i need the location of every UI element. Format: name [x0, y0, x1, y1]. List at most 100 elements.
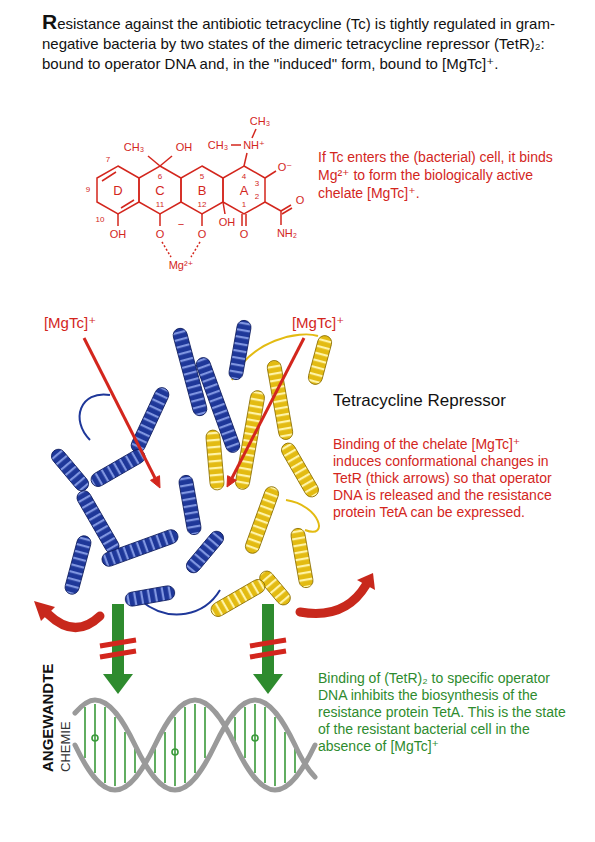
- binding-arrow: [151, 476, 161, 488]
- protein-helix: [178, 474, 202, 536]
- note-text: Binding of the chelate [MgTc]⁺ induces c…: [333, 436, 561, 521]
- block-bars: [100, 651, 136, 657]
- tetracycline-structure: [117, 214, 119, 226]
- conformation-arrow: [34, 573, 375, 628]
- note-text: Binding of (TetR)₂ to specific operator …: [318, 670, 568, 755]
- tetracycline-structure: [121, 200, 134, 208]
- binding-arrow: [227, 476, 236, 487]
- binding-arrow: [232, 338, 304, 478]
- protein-helix: [205, 430, 224, 491]
- conformation-arrow: [357, 573, 375, 590]
- protein-loop: [80, 334, 319, 614]
- tetracycline-structure: [245, 214, 247, 226]
- atom-label: OH: [110, 229, 127, 240]
- protein-helix: [100, 528, 180, 569]
- atom-label: CH₃: [250, 116, 270, 127]
- dna-backbone: [75, 700, 315, 790]
- tetracycline-structure: [148, 156, 160, 166]
- tetracycline-structure: [265, 171, 276, 178]
- conformation-arrow: [48, 614, 100, 628]
- dna-backbone: [75, 700, 315, 790]
- protein-helix: [63, 534, 92, 596]
- protein-helix: [290, 527, 314, 589]
- chelate-label: [MgTc]⁺: [44, 315, 96, 330]
- atom-label: OH: [219, 217, 236, 228]
- atom-number: 1: [242, 201, 246, 209]
- atom-number: 3: [255, 180, 259, 188]
- ring-letter: D: [113, 184, 122, 197]
- atom-label: NH₂: [277, 228, 297, 239]
- dna-bases: [252, 735, 258, 741]
- chelate-label: [MgTc]⁺: [292, 315, 344, 330]
- conformation-arrow: [300, 585, 366, 613]
- protein-helix: [228, 319, 252, 381]
- atom-number: 9: [86, 186, 90, 194]
- tetracycline-structure: [159, 214, 161, 226]
- tetracycline-structure: [191, 242, 200, 257]
- atom-label: O: [240, 229, 249, 240]
- atom-label: OH: [176, 142, 193, 153]
- atom-number: 7: [106, 156, 110, 164]
- atom-label: O: [198, 229, 207, 240]
- protein-loop: [80, 394, 110, 440]
- protein-helix: [49, 319, 253, 607]
- atom-label: O⁻: [278, 162, 292, 173]
- atom-number: 4: [242, 173, 246, 181]
- atom-number: 5: [200, 173, 204, 181]
- tetracycline-structure: [244, 153, 247, 166]
- protein-helix: [266, 359, 294, 440]
- tetracycline-structure: [282, 208, 292, 214]
- tetracycline-structure: [241, 214, 243, 226]
- block-bars: [100, 640, 286, 657]
- journal-name: CHEMIE: [59, 721, 72, 772]
- tetracycline-structure: [97, 129, 292, 257]
- protein-helix: [279, 441, 321, 500]
- ring-letter: B: [198, 184, 207, 197]
- atom-number: 12: [198, 201, 207, 209]
- tetracycline-structure: [223, 202, 225, 214]
- tetracycline-structure: [201, 214, 203, 226]
- atom-number: 6: [158, 173, 162, 181]
- dna-backbone: [75, 700, 315, 790]
- protein-helix: [205, 334, 333, 619]
- dna-binding-arrow: [103, 674, 133, 694]
- tetracycline-structure: [265, 202, 281, 211]
- binding-arrow: [84, 338, 155, 478]
- atom-label: O: [296, 195, 305, 206]
- atom-label: NH⁺: [243, 140, 265, 151]
- conformation-arrow: [34, 601, 55, 621]
- protein-helix: [89, 447, 148, 489]
- protein-helix: [194, 356, 241, 455]
- tetracycline-structure: [97, 166, 139, 214]
- tetracycline-structure: [231, 144, 241, 146]
- block-bars: [250, 640, 286, 646]
- tetracycline-structure: [139, 166, 181, 214]
- dna-bases: [172, 749, 178, 755]
- atom-number: 10: [96, 216, 105, 224]
- protein-helix: [49, 446, 92, 493]
- protein-helix: [307, 334, 333, 386]
- dna-bases: [92, 735, 98, 741]
- atom-label: CH₃: [208, 140, 228, 151]
- protein-loop: [286, 500, 319, 532]
- protein-helix: [129, 385, 171, 454]
- ring-letter: A: [240, 184, 249, 197]
- tetracycline-structure: [162, 242, 171, 257]
- atom-number: 2: [255, 193, 259, 201]
- dna-binding-arrow: [253, 674, 283, 694]
- atom-label: O: [156, 229, 165, 240]
- tetracycline-structure: [102, 172, 116, 181]
- note-text: If Tc enters the (bacterial) cell, it bi…: [318, 148, 568, 202]
- atom-label: CH₃: [124, 142, 144, 153]
- journal-name: ANGEWANDTE: [40, 664, 55, 772]
- block-bars: [250, 651, 286, 657]
- binding-arrow: [84, 338, 304, 488]
- block-bars: [100, 640, 136, 646]
- protein-helix: [209, 577, 268, 619]
- charge-sign: −: [178, 219, 184, 230]
- tetracycline-structure: [160, 156, 172, 166]
- tetracycline-structure: [181, 166, 223, 214]
- protein-helix: [184, 528, 227, 575]
- tetracycline-structure: [280, 211, 282, 225]
